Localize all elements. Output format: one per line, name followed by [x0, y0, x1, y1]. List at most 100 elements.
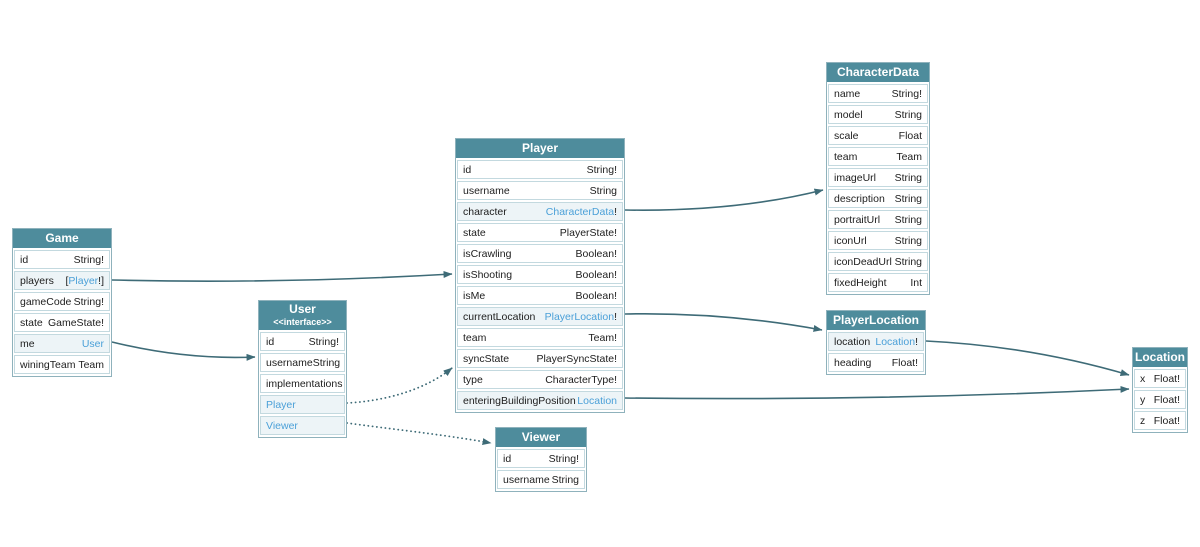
field-name: location [834, 335, 871, 348]
field-row-Game-state[interactable]: state GameState! [14, 313, 110, 332]
field-name: team [463, 331, 487, 344]
field-name: gameCode [20, 295, 72, 308]
field-type: Boolean! [575, 289, 617, 302]
field-type: String [894, 192, 922, 205]
entity-title: Game [45, 231, 79, 245]
type-link[interactable]: Viewer [266, 419, 298, 432]
field-type: [Player!] [65, 275, 109, 287]
entity-header-CharacterData[interactable]: CharacterData [827, 63, 929, 82]
field-type: String [312, 356, 341, 369]
field-row-User-Viewer[interactable]: Viewer [260, 416, 345, 435]
field-row-User-implementations[interactable]: implementations [260, 374, 345, 393]
entity-header-Game[interactable]: Game [13, 229, 111, 248]
type-wrapper: ! [614, 310, 617, 323]
field-type: PlayerSyncState! [536, 352, 617, 365]
field-name: isMe [463, 289, 486, 302]
field-row-Player-isMe[interactable]: isMe Boolean! [457, 286, 623, 305]
field-name: enteringBuildingPosition [463, 394, 576, 407]
field-name: z [1140, 414, 1146, 427]
field-row-CharacterData-name[interactable]: name String! [828, 84, 928, 103]
type-wrapper: ! [614, 205, 617, 218]
field-type: String [551, 473, 579, 486]
type-link[interactable]: Location [875, 335, 916, 348]
field-row-User-Player[interactable]: Player [260, 395, 345, 414]
field-row-CharacterData-iconUrl[interactable]: iconUrl String [828, 231, 928, 250]
edge-User.Viewer-to-Viewer [346, 422, 492, 445]
field-type: String [894, 234, 922, 247]
field-row-Player-team[interactable]: team Team! [457, 328, 623, 347]
field-name: id [503, 452, 512, 465]
type-link[interactable]: Player [68, 274, 99, 287]
edge-PlayerLocation.location-to-Location [925, 340, 1130, 376]
type-link[interactable]: PlayerLocation [544, 310, 615, 323]
field-name: state [20, 316, 43, 329]
field-name: type [463, 373, 483, 386]
field-type: GameState! [47, 316, 104, 329]
entity-header-PlayerLocation[interactable]: PlayerLocation [827, 311, 925, 330]
field-type: String! [891, 87, 922, 100]
type-link[interactable]: Player [266, 398, 296, 411]
edge-Game.players-to-Player [111, 270, 453, 282]
type-link[interactable]: User [81, 337, 104, 350]
field-name: name [834, 87, 861, 100]
field-name: syncState [463, 352, 510, 365]
field-type: Int [910, 276, 922, 289]
field-type: CharacterType! [545, 373, 617, 386]
type-link[interactable]: Location [577, 394, 617, 407]
field-type: String! [308, 335, 339, 348]
field-name: implementations [266, 377, 343, 390]
type-link[interactable]: CharacterData [545, 205, 615, 218]
entity-header-Viewer[interactable]: Viewer [496, 428, 586, 447]
field-type: Float [898, 129, 922, 142]
entity-header-Player[interactable]: Player [456, 139, 624, 158]
field-row-Game-players[interactable]: players[Player!] [14, 271, 110, 290]
field-row-Player-type[interactable]: type CharacterType! [457, 370, 623, 389]
field-name: iconUrl [834, 234, 867, 247]
entity-header-Location[interactable]: Location [1133, 348, 1187, 367]
field-name: winingTeam [20, 358, 76, 371]
field-type: Team [896, 150, 922, 163]
entity-header-User[interactable]: User<<interface>> [259, 301, 346, 330]
field-name: y [1140, 393, 1146, 406]
field-type: Team! [588, 331, 617, 344]
field-row-Player-syncState[interactable]: syncState PlayerSyncState! [457, 349, 623, 368]
